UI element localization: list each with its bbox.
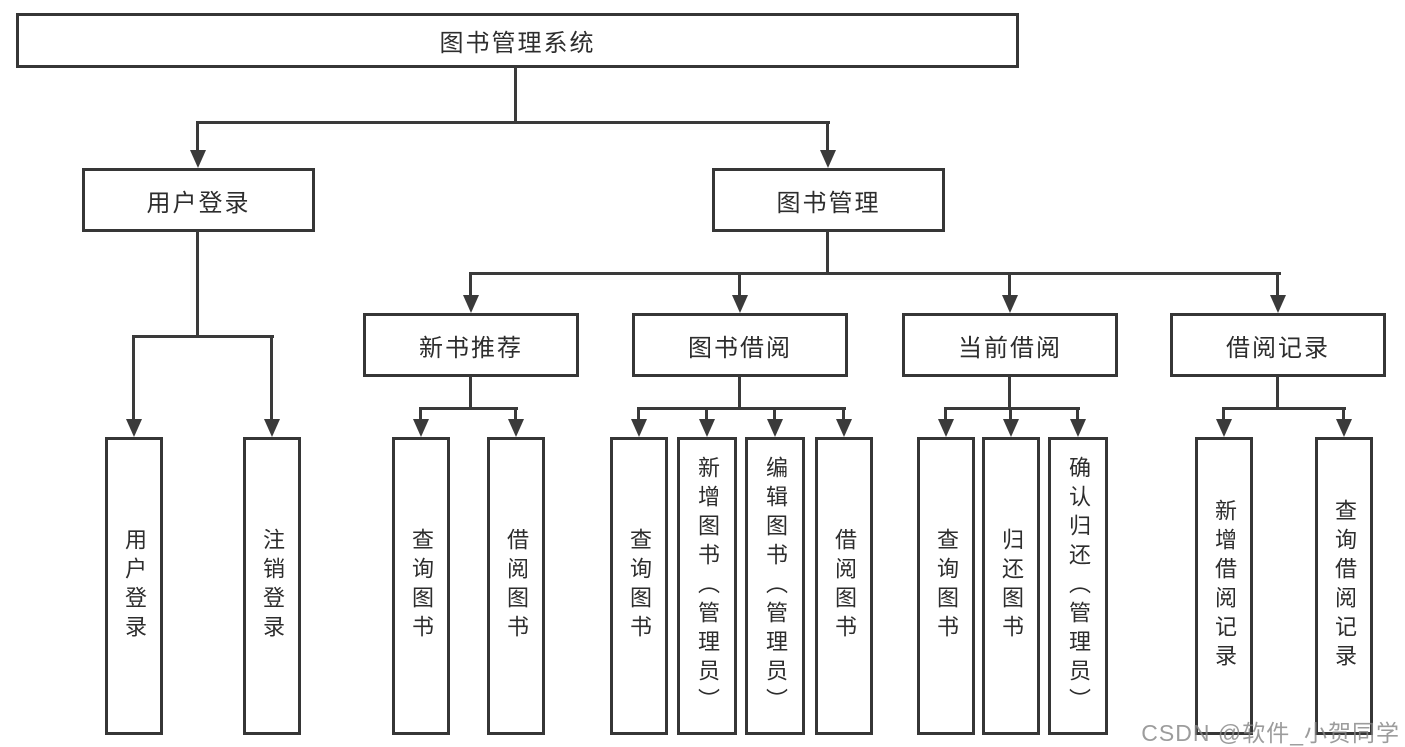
connector-line	[196, 121, 199, 154]
connector-line	[1222, 407, 1346, 410]
node-label: 图书管理	[776, 189, 881, 217]
connector-line	[1222, 407, 1225, 425]
arrow-down-icon	[1270, 295, 1286, 313]
connector-line	[132, 335, 135, 423]
leaf-label: 查询图书	[934, 528, 959, 644]
arrow-down-icon	[508, 419, 524, 437]
leaf-return-books: 归还图书	[982, 437, 1040, 735]
leaf-add-borrow-record: 新增借阅记录	[1195, 437, 1253, 735]
connector-line	[637, 407, 640, 425]
connector-line	[514, 407, 517, 425]
leaf-label: 编辑图书（管理员）	[763, 455, 788, 717]
connector-line	[944, 407, 1080, 410]
connector-line	[1009, 407, 1012, 425]
arrow-down-icon	[767, 419, 783, 437]
arrow-down-icon	[820, 150, 836, 168]
leaf-label: 借阅图书	[832, 528, 857, 644]
arrow-down-icon	[126, 419, 142, 437]
leaf-user-login: 用户登录	[105, 437, 163, 735]
node-current-borrowing: 当前借阅	[902, 313, 1118, 377]
arrow-down-icon	[1003, 419, 1019, 437]
leaf-edit-book-admin: 编辑图书（管理员）	[745, 437, 805, 735]
watermark: CSDN @软件_小贺同学	[1141, 720, 1400, 746]
leaf-label: 归还图书	[999, 528, 1024, 644]
connector-line	[842, 407, 845, 425]
connector-line	[469, 272, 1281, 275]
leaf-label: 查询图书	[627, 528, 652, 644]
leaf-borrow-books-borrowing: 借阅图书	[815, 437, 873, 735]
arrow-down-icon	[1070, 419, 1086, 437]
connector-line	[773, 407, 776, 425]
leaf-query-books-current: 查询图书	[917, 437, 975, 735]
connector-line	[826, 121, 829, 154]
node-book-borrowing: 图书借阅	[632, 313, 848, 377]
leaf-query-books-recommend: 查询图书	[392, 437, 450, 735]
arrow-down-icon	[938, 419, 954, 437]
node-label: 当前借阅	[958, 334, 1062, 362]
node-label: 新书推荐	[419, 334, 523, 362]
connector-line	[738, 376, 741, 410]
connector-line	[738, 272, 741, 298]
connector-line	[1008, 272, 1011, 298]
connector-line	[419, 407, 422, 425]
connector-line	[197, 121, 830, 124]
leaf-label: 新增借阅记录	[1212, 499, 1237, 673]
arrow-down-icon	[732, 295, 748, 313]
arrow-down-icon	[1216, 419, 1232, 437]
leaf-borrow-books-recommend: 借阅图书	[487, 437, 545, 735]
connector-line	[196, 231, 199, 336]
leaf-confirm-return-admin: 确认归还（管理员）	[1048, 437, 1108, 735]
connector-line	[637, 407, 846, 410]
connector-line	[270, 335, 273, 423]
connector-line	[1342, 407, 1345, 425]
arrow-down-icon	[1002, 295, 1018, 313]
node-user-login: 用户登录	[82, 168, 315, 232]
node-label: 借阅记录	[1226, 334, 1330, 362]
arrow-down-icon	[413, 419, 429, 437]
connector-line	[469, 376, 472, 410]
connector-line	[705, 407, 708, 425]
arrow-down-icon	[836, 419, 852, 437]
leaf-label: 查询借阅记录	[1332, 499, 1357, 673]
node-root: 图书管理系统	[16, 13, 1019, 68]
node-new-book-recommendation: 新书推荐	[363, 313, 579, 377]
leaf-label: 查询图书	[409, 528, 434, 644]
connector-line	[514, 67, 517, 123]
connector-line	[944, 407, 947, 425]
leaf-query-books-borrowing: 查询图书	[610, 437, 668, 735]
leaf-label: 借阅图书	[504, 528, 529, 644]
node-label: 图书借阅	[688, 334, 792, 362]
arrow-down-icon	[264, 419, 280, 437]
leaf-logout: 注销登录	[243, 437, 301, 735]
connector-line	[826, 231, 829, 275]
connector-line	[469, 272, 472, 298]
node-label: 图书管理系统	[439, 30, 596, 57]
connector-line	[1076, 407, 1079, 425]
leaf-label: 用户登录	[122, 528, 147, 644]
connector-line	[1276, 376, 1279, 410]
node-borrowing-records: 借阅记录	[1170, 313, 1386, 377]
connector-line	[419, 407, 518, 410]
leaf-label: 注销登录	[260, 528, 285, 644]
leaf-query-borrow-record: 查询借阅记录	[1315, 437, 1373, 735]
arrow-down-icon	[699, 419, 715, 437]
node-book-management: 图书管理	[712, 168, 945, 232]
leaf-label: 确认归还（管理员）	[1066, 455, 1091, 717]
leaf-add-book-admin: 新增图书（管理员）	[677, 437, 737, 735]
leaf-label: 新增图书（管理员）	[695, 455, 720, 717]
node-label: 用户登录	[146, 189, 251, 217]
arrow-down-icon	[463, 295, 479, 313]
arrow-down-icon	[190, 150, 206, 168]
connector-line	[132, 335, 274, 338]
arrow-down-icon	[1336, 419, 1352, 437]
arrow-down-icon	[631, 419, 647, 437]
connector-line	[1008, 376, 1011, 410]
connector-line	[1276, 272, 1279, 298]
